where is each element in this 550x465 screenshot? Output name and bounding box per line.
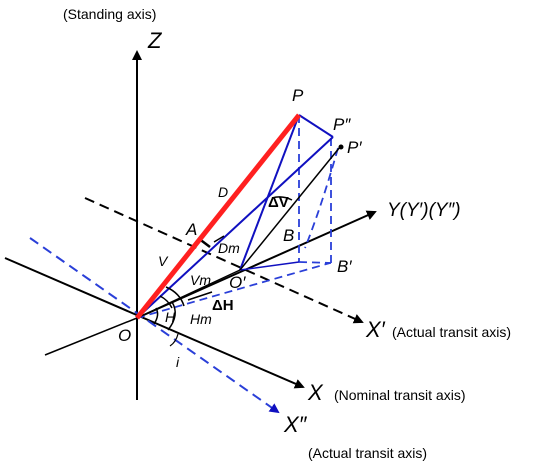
b-to-b-prime-dashed: [298, 261, 332, 264]
o-prime-to-b-line: [239, 261, 300, 271]
point-p-double-label: P″: [333, 115, 351, 134]
x-axis-label: X: [307, 380, 324, 405]
o-prime-to-p-line: [239, 114, 300, 271]
hm-label: Hm: [190, 311, 212, 327]
point-a-label: A: [185, 220, 197, 239]
delta-h-label: ΔH: [212, 297, 234, 314]
delta-v-label: ΔV: [268, 194, 289, 211]
v-label: V: [158, 253, 169, 269]
dm-tick-line: [213, 235, 225, 243]
point-o-label: O: [118, 326, 131, 345]
point-p-label: P: [292, 86, 304, 105]
dv-angle-arc: [271, 196, 293, 201]
point-p-prime-label: P′: [347, 138, 362, 157]
x-axis-note: (Nominal transit axis): [334, 387, 465, 403]
hm-angle-arc: [167, 301, 176, 331]
v-angle-arc: [159, 295, 173, 309]
x-double-prime-axis-label: X″: [283, 412, 308, 437]
z-axis-label: Z: [147, 28, 163, 53]
x-double-prime-axis-line: [29, 237, 280, 414]
standing-axis-label: (Standing axis): [63, 6, 156, 22]
h-angle-arc: [153, 307, 159, 325]
x-prime-axis-note: (Actual transit axis): [392, 324, 511, 340]
i-angle-arc: [169, 333, 179, 347]
o-to-b-prime-dashed: [136, 262, 331, 319]
p-to-p-double-line: [298, 114, 334, 138]
back-axis-line: [44, 317, 138, 356]
i-label: i: [176, 354, 180, 370]
point-o-prime-label: O′: [229, 273, 246, 292]
x-axis-line: [4, 257, 305, 389]
o-prime-to-p-prime-line: [239, 146, 341, 271]
point-d-label: D: [218, 184, 228, 200]
y-axis-label: Y(Y′)(Y″): [387, 200, 461, 221]
point-b-prime-label: B′: [337, 257, 352, 276]
vm-label: Vm: [190, 272, 211, 288]
x-prime-axis-line: [84, 197, 364, 324]
x-prime-axis-label: X′: [365, 317, 386, 342]
dm-label: Dm: [218, 240, 240, 256]
x-double-prime-axis-note: (Actual transit axis): [308, 445, 427, 461]
vm-angle-arc: [165, 286, 185, 307]
o-to-p-double-line: [136, 136, 334, 319]
dh-tick-line: [187, 291, 213, 301]
o-to-p-red-line: [135, 113, 301, 320]
h-label: H: [165, 309, 176, 325]
point-b-label: B: [283, 226, 294, 245]
p-prime-point: [338, 144, 344, 150]
o-to-o-prime-line: [136, 269, 241, 319]
p-prime-curve-dashed: [304, 147, 339, 249]
